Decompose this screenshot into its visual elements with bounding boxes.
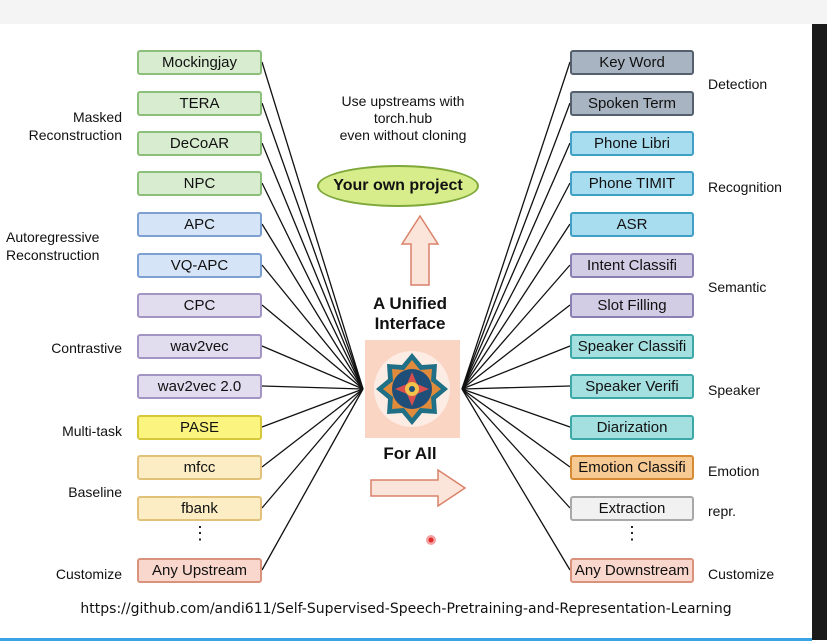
upstream-mockingjay: Mockingjay	[137, 50, 262, 75]
group-label-repr: repr.	[708, 503, 737, 519]
group-label-customize-left: Customize	[55, 566, 122, 582]
group-label-multi-task: Multi-task	[62, 423, 122, 439]
upstream-connector-4	[261, 223, 364, 390]
downstream-spoken-term: Spoken Term	[570, 91, 694, 116]
downstream-key-word: Key Word	[570, 50, 694, 75]
upstream-connector-9	[261, 388, 364, 428]
repository-url[interactable]: https://github.com/andi611/Self-Supervis…	[80, 601, 732, 617]
upstream-pase: PASE	[137, 415, 262, 440]
upstream-connector-10	[261, 388, 364, 468]
downstream-connector-8	[461, 385, 571, 390]
group-label-detection: Detection	[708, 76, 768, 92]
upstream-connector-2	[261, 142, 364, 390]
top-bar	[0, 0, 827, 24]
unified-interface-emblem	[365, 340, 460, 438]
upstream-vq-apc: VQ-APC	[137, 253, 262, 278]
downstream-extraction: Extraction	[570, 496, 694, 521]
right-scrollbar[interactable]	[812, 24, 827, 640]
upstream-decoar: DeCoAR	[137, 131, 262, 156]
downstream-intent-classifi: Intent Classifi	[570, 253, 694, 278]
downstream-speaker-classifi: Speaker Classifi	[570, 334, 694, 359]
group-label-customize-right: Customize	[708, 566, 775, 582]
downstream-connector-10	[461, 388, 571, 468]
group-label-recognition: Recognition	[708, 179, 782, 195]
upstream-connector-12	[261, 388, 364, 571]
downstream-connector-12	[461, 388, 571, 571]
upstream-wav2vec: wav2vec	[137, 334, 262, 359]
upstream-cpc: CPC	[137, 293, 262, 318]
downstream-connector-2	[461, 142, 571, 390]
group-label-speaker: Speaker	[708, 382, 761, 398]
downstream-asr: ASR	[570, 212, 694, 237]
group-label-emotion: Emotion	[708, 463, 760, 479]
downstream-any: Any Downstream	[570, 558, 694, 583]
upstream-connector-7	[261, 345, 364, 390]
group-label-contrastive: Contrastive	[51, 340, 122, 356]
downstream-connector-5	[461, 264, 571, 390]
up-arrow	[400, 214, 440, 286]
upstream-wav2vec-2: wav2vec 2.0	[137, 374, 262, 399]
downstream-connector-1	[461, 102, 571, 390]
downstream-slot-filling: Slot Filling	[570, 293, 694, 318]
downstream-ellipsis: ⋮	[623, 523, 641, 543]
upstream-ellipsis: ⋮	[191, 523, 209, 543]
upstream-fbank: fbank	[137, 496, 262, 521]
upstream-apc: APC	[137, 212, 262, 237]
upstream-connector-6	[261, 304, 364, 390]
downstream-diarization: Diarization	[570, 415, 694, 440]
right-arrow	[370, 468, 467, 508]
group-label-baseline: Baseline	[68, 484, 122, 500]
upstream-connector-0	[261, 61, 364, 390]
downstream-phone-libri: Phone Libri	[570, 131, 694, 156]
group-label-semantic: Semantic	[708, 279, 767, 295]
downstream-connector-0	[461, 61, 571, 390]
downstream-connector-11	[461, 388, 571, 509]
upstream-connector-5	[261, 264, 364, 390]
for-all-label: For All	[383, 444, 437, 463]
downstream-phone-timit: Phone TIMIT	[570, 171, 694, 196]
downstream-connector-9	[461, 388, 571, 428]
bottom-accent-line	[0, 638, 812, 641]
your-own-project-ellipse: Your own project	[317, 165, 479, 207]
downstream-connector-7	[461, 345, 571, 390]
downstream-connector-6	[461, 304, 571, 390]
upstream-mfcc: mfcc	[137, 455, 262, 480]
upstream-connector-8	[261, 385, 364, 390]
upstream-connector-3	[261, 182, 364, 390]
downstream-emotion-classifi: Emotion Classifi	[570, 455, 694, 480]
upstream-connector-1	[261, 102, 364, 390]
downstream-connector-4	[461, 223, 571, 390]
upstream-any: Any Upstream	[137, 558, 262, 583]
upstream-tera: TERA	[137, 91, 262, 116]
downstream-connector-3	[461, 182, 571, 390]
upstream-npc: NPC	[137, 171, 262, 196]
upstream-connector-11	[261, 388, 364, 509]
downstream-speaker-verifi: Speaker Verifi	[570, 374, 694, 399]
